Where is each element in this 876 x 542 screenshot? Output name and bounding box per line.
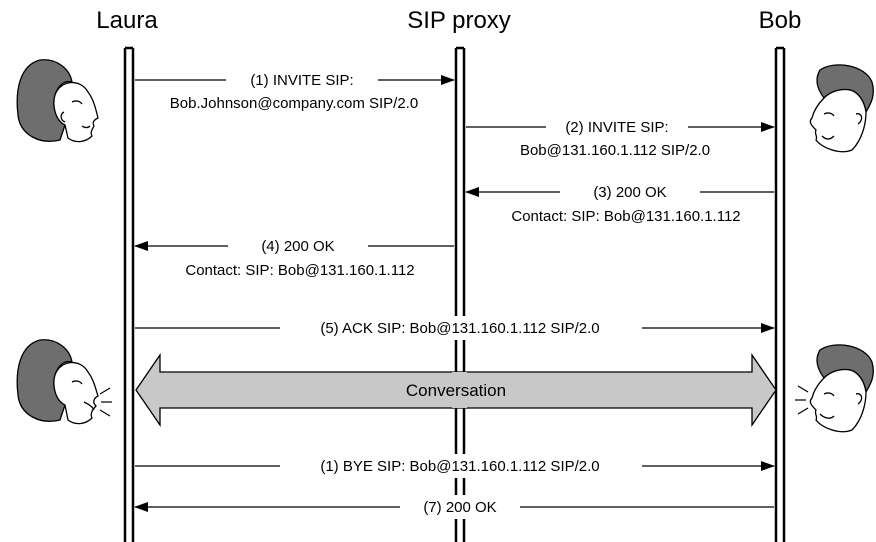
participant-bob-label: Bob xyxy=(759,7,802,34)
message-2-detail: Bob@131.160.1.112 SIP/2.0 xyxy=(520,142,710,159)
message-1-invite: (1) INVITE SIP: Bob.Johnson@company.com … xyxy=(135,68,455,112)
message-5-ack: (5) ACK SIP: Bob@131.160.1.112 SIP/2.0 xyxy=(135,316,775,340)
woman-face-icon xyxy=(16,59,99,143)
participant-laura-label: Laura xyxy=(96,7,158,34)
message-6-label: (1) BYE SIP: Bob@131.160.1.112 SIP/2.0 xyxy=(320,458,599,475)
conversation-label: Conversation xyxy=(406,381,506,400)
message-6-bye: (1) BYE SIP: Bob@131.160.1.112 SIP/2.0 xyxy=(135,454,775,478)
message-3-ok: (3) 200 OK Contact: SIP: Bob@131.160.1.1… xyxy=(465,180,774,225)
message-1-label: (1) INVITE SIP: xyxy=(250,72,353,89)
participant-proxy-label: SIP proxy xyxy=(407,7,511,34)
message-2-label: (2) INVITE SIP: xyxy=(565,119,668,136)
message-5-label: (5) ACK SIP: Bob@131.160.1.112 SIP/2.0 xyxy=(320,320,599,337)
message-7-label: (7) 200 OK xyxy=(423,499,496,516)
man-talking-icon xyxy=(795,344,874,433)
man-face-icon xyxy=(809,64,874,153)
message-4-ok: (4) 200 OK Contact: SIP: Bob@131.160.1.1… xyxy=(134,234,454,279)
message-7-ok: (7) 200 OK xyxy=(134,495,774,519)
message-4-detail: Contact: SIP: Bob@131.160.1.112 xyxy=(185,262,414,279)
message-4-label: (4) 200 OK xyxy=(261,238,334,255)
message-1-detail: Bob.Johnson@company.com SIP/2.0 xyxy=(170,95,418,112)
message-2-invite: (2) INVITE SIP: Bob@131.160.1.112 SIP/2.… xyxy=(466,115,775,159)
woman-talking-icon xyxy=(16,339,112,425)
lifeline-laura xyxy=(123,46,135,542)
message-3-label: (3) 200 OK xyxy=(593,184,666,201)
lifeline-bob xyxy=(774,46,786,542)
message-3-detail: Contact: SIP: Bob@131.160.1.112 xyxy=(511,208,740,225)
conversation-arrow: Conversation xyxy=(135,352,777,428)
